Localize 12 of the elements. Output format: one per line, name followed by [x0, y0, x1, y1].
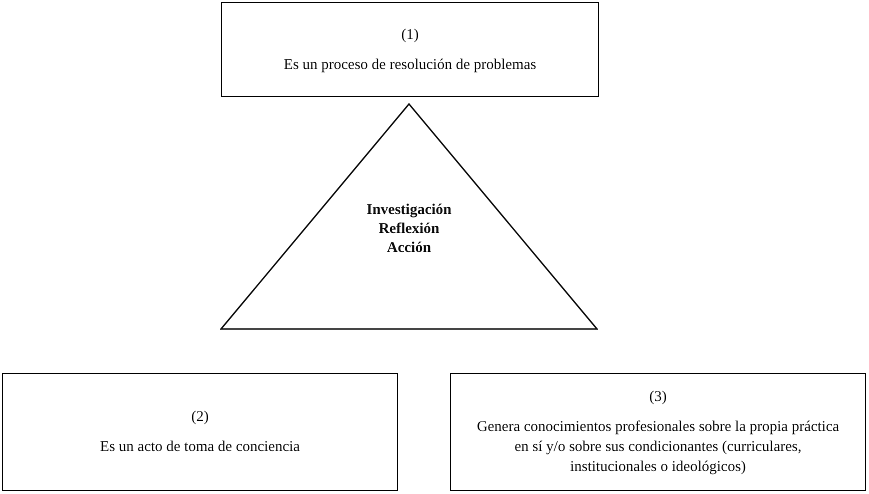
item-number: (2)	[191, 408, 209, 427]
item-description: Es un acto de toma de conciencia	[100, 438, 300, 457]
triangle-label: Investigación	[366, 201, 452, 220]
triangle-label: Reflexión	[378, 220, 440, 239]
text-box	[221, 2, 599, 97]
text-box	[450, 373, 866, 491]
triangle-label: Acción	[386, 239, 432, 258]
item-description: Genera conocimientos profesionales sobre la propia práctica en sí y/o sobre sus condicionantes (curriculares, institucionales o ideológicos)	[476, 418, 840, 477]
item-number: (3)	[649, 388, 667, 407]
item-description: Es un proceso de resolución de problemas	[284, 56, 536, 74]
text-box	[2, 373, 398, 491]
item-number: (1)	[401, 26, 419, 44]
